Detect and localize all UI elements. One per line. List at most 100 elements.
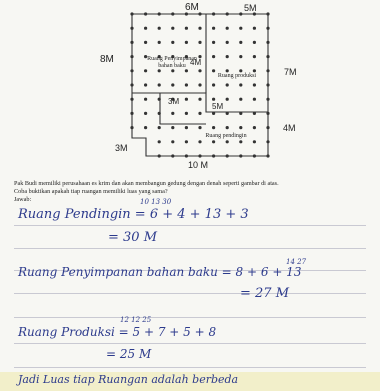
grid-dot [212,55,216,59]
dim-label-bottom-left: 3M [115,143,128,153]
ruled-line [14,248,366,249]
question-line-2: Coba buktikan apakah tiap ruangan memili… [14,188,168,195]
grid-dot [239,83,243,87]
grid-dot [157,140,161,144]
ruled-line [14,343,366,344]
grid-dot [184,83,188,87]
ruled-line [14,293,366,294]
grid-dots [130,12,270,158]
room-label-cooling: Ruang pendingin [205,133,247,139]
dim-label-middle-lower: 5M [212,102,224,111]
highlight-strip [0,372,380,391]
grid-dot [212,97,216,101]
grid-dot [239,55,243,59]
grid-dot [171,26,175,30]
grid-dot [171,111,175,115]
room-walls [131,13,269,157]
dim-label-top-right: 5M [244,3,257,13]
outer-wall [131,13,269,157]
grid-dot [212,140,216,144]
floor-plan-diagram [130,12,270,158]
grid-dot [184,111,188,115]
grid-dot [157,55,161,59]
grid-dot [225,111,229,115]
grid-dot [171,97,175,101]
grid-dot [198,97,202,101]
room-label-storage-line2: bahan baku [158,62,186,69]
grid-dot [225,40,229,45]
pendingin-notes: 10 13 30 [140,198,172,206]
grid-dot [198,69,202,73]
grid-dot [198,83,202,87]
room-label-storage-line1: Ruang Penyimpanan [147,56,197,62]
grid-dot [171,126,175,130]
grid-dot [157,40,161,45]
grid-dot [157,69,161,73]
inner-step-wall [159,112,206,125]
grid-dot [212,26,216,30]
grid-dot [212,83,216,87]
grid-dot [184,26,188,30]
grid-dot [225,83,229,87]
grid-dot [144,111,148,115]
pendingin-expression: Ruang Pendingin = 6 + 4 + 13 + 3 [18,207,249,222]
grid-dot [144,97,148,101]
penyimpanan-notes: 14 27 [286,258,307,266]
grid-dot [144,83,148,87]
grid-dot [225,26,229,30]
grid-dot [171,83,175,87]
grid-dot [184,69,188,73]
grid-dot [144,55,148,59]
grid-dot [184,126,188,130]
produksi-expression: Ruang Produksi = 5 + 7 + 5 + 8 [18,325,217,339]
grid-dot [252,126,256,130]
grid-dot [198,126,202,130]
penyimpanan-result: = 27 M [240,286,290,301]
grid-dot [239,140,243,144]
grid-dot [144,26,148,30]
grid-dot [157,26,161,30]
grid-dot [252,26,256,30]
grid-dot [225,55,229,59]
dim-label-left: 8M [100,54,114,65]
dim-label-right-lower: 4M [283,123,296,133]
conclusion: Jadi Luas tiap Ruangan adalah berbeda [18,373,239,386]
ruled-line [14,317,366,318]
grid-dot [225,140,229,144]
grid-dot [212,111,216,115]
grid-dot [144,126,148,130]
ruled-line [14,270,366,271]
grid-dot [239,126,243,130]
grid-dot [144,40,148,45]
dim-label-top-left: 6M [185,2,199,13]
grid-dot [171,55,175,59]
grid-dot [157,83,161,87]
grid-dot [184,97,188,101]
penyimpanan-expression: Ruang Penyimpanan bahan baku = 8 + 6 + 1… [18,265,302,279]
grid-dot [252,97,256,101]
grid-dot [252,40,256,45]
grid-dot [144,69,148,73]
produksi-notes: 12 12 25 [120,316,152,324]
grid-dot [171,69,175,73]
dim-label-bottom: 10 M [188,160,209,170]
grid-dot [212,40,216,45]
grid-dot [198,40,202,45]
grid-dot [239,97,243,101]
grid-dot [239,111,243,115]
grid-dot [252,69,256,73]
dim-label-middle-upper: 4M [190,58,202,67]
grid-dot [198,26,202,30]
grid-dot [184,40,188,45]
grid-dot [157,126,161,130]
grid-dot [212,69,216,73]
pendingin-result: = 30 M [108,230,158,245]
grid-dot [239,26,243,30]
grid-dot [198,55,202,59]
produksi-result: = 25 M [106,347,152,361]
grid-dot [225,97,229,101]
grid-dot [239,69,243,73]
grid-dot [252,140,256,144]
question-line-1: Pak Budi memiliki perusahaan es krim dan… [14,180,279,187]
